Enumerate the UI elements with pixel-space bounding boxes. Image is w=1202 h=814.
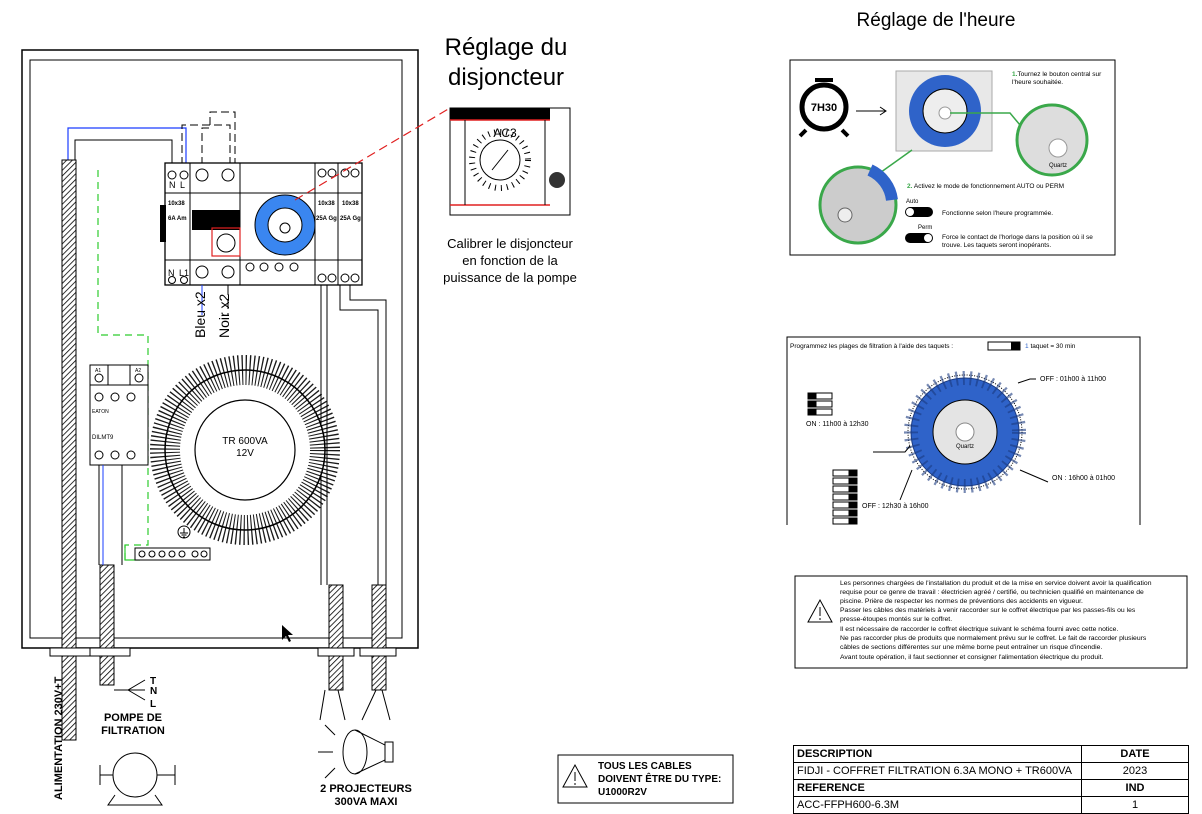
perm-description-2: trouve. Les taquets seront inopérants.: [942, 242, 1051, 249]
svg-text:Avant toute opération, il faut: Avant toute opération, il faut sectionne…: [840, 654, 1104, 661]
off-range-2: OFF : 12h30 à 16h00: [862, 503, 929, 510]
contactor: A1 A2 EATON DILMT9: [89, 364, 149, 466]
fuse-right-size: 10x38: [342, 201, 359, 207]
pump-wire-t: T: [150, 676, 156, 687]
enclosure-outer: [21, 49, 419, 649]
breaker-title-2: disjoncteur: [448, 64, 564, 91]
terminal-n-bottom: N: [168, 268, 175, 278]
pump-label-2: FILTRATION: [101, 725, 165, 737]
perm-description-1: Force le contact de l'horloge dans la po…: [942, 234, 1093, 241]
svg-text:câbles de sections différentes: câbles de sections différentes sur une m…: [840, 644, 1102, 651]
dial-zoom: [1015, 103, 1089, 177]
cursor-icon: [282, 625, 293, 642]
ind-value: 1: [1081, 796, 1189, 814]
svg-text:requise pour ce genre de trava: requise pour ce genre de travail : élect…: [840, 589, 1144, 596]
earth-terminal-bar: [134, 525, 211, 561]
fuse-mid-size: 10x38: [318, 201, 335, 207]
switch-zoom: [818, 165, 898, 245]
breaker-caption-3: puissance de la pompe: [443, 270, 577, 285]
cable-warning-3: U1000R2V: [598, 787, 647, 798]
fuse-right-rating: 25A Gg: [340, 216, 361, 222]
description-value: FIDJI - COFFRET FILTRATION 6.3A MONO + T…: [793, 762, 1082, 780]
clock-title: Réglage de l'heure: [857, 10, 1016, 31]
breaker-zoom: AC3: [449, 107, 571, 216]
contactor-brand: EATON: [92, 409, 109, 415]
blue-wire-label: Bleu x2: [192, 291, 208, 338]
on-range-1: ON : 11h00 à 12h30: [806, 421, 869, 428]
pump-wire-l: L: [150, 699, 156, 710]
main-din-module: N L N L1 10x38 6A Am 10x38 25A Gg 10x38 …: [160, 162, 363, 286]
pump-cable: [99, 564, 115, 686]
transformer: TR 600VA 12V: [150, 355, 340, 545]
perm-toggle[interactable]: [905, 233, 933, 243]
breaker-caption-1: Calibrer le disjoncteur: [447, 236, 573, 251]
cable-warning-2: DOIVENT ÊTRE DU TYPE:: [598, 772, 721, 785]
svg-text:Ne pas raccorder plus de produ: Ne pas raccorder plus de produits que no…: [840, 635, 1147, 642]
svg-text:Passer les câbles des matériel: Passer les câbles des matériels à venir …: [840, 607, 1136, 614]
svg-text:presse-étoupes montés sur le c: presse-étoupes montés sur le coffret.: [840, 616, 952, 623]
projector-cable-2: [371, 584, 387, 691]
earth-icon: [177, 525, 191, 539]
contactor-a2: A2: [135, 368, 141, 374]
step1-text-2: l'heure souhaitée.: [1012, 79, 1063, 86]
date-header: DATE: [1081, 745, 1189, 763]
date-value: 2023: [1081, 762, 1189, 780]
auto-toggle[interactable]: [905, 207, 933, 217]
power-cable: [61, 159, 77, 741]
tap-on-icons: [807, 392, 833, 416]
enclosure-inner: [29, 59, 403, 639]
perm-label: Perm: [918, 225, 932, 231]
transformer-rating: TR 600VA: [222, 436, 268, 447]
cable-warning-1: TOUS LES CABLES: [598, 761, 692, 772]
breaker-caption-2: en fonction de la: [462, 253, 558, 268]
power-supply-label: ALIMENTATION 230V+T: [53, 676, 65, 800]
breaker-title-1: Réglage du: [445, 34, 568, 61]
on-range-2: ON : 16h00 à 01h00: [1052, 475, 1115, 482]
transformer-voltage: 12V: [236, 448, 254, 459]
svg-text:Il est nécessaire de raccorder: Il est nécessaire de raccorder le coffre…: [840, 626, 1118, 633]
svg-text:Les personnes chargées de l'in: Les personnes chargées de l'installation…: [840, 580, 1152, 587]
projector-label-2: 300VA MAXI: [335, 796, 398, 808]
fuse-left-rating: 6A Am: [168, 216, 187, 222]
contactor-a1: A1: [95, 368, 101, 374]
pump-label-1: POMPE DE: [104, 712, 162, 724]
projector-icon: [318, 724, 394, 779]
breaker-ac3-label: AC3: [493, 126, 517, 140]
projector-label-1: 2 PROJECTEURS: [320, 783, 412, 795]
reference-value: ACC-FFPH600-6.3M: [793, 796, 1082, 814]
fuse-mid-rating: 25A Gg: [316, 216, 337, 222]
terminal-l1-bottom: L1: [179, 268, 189, 278]
auto-description: Fonctionne selon l'heure programmée.: [942, 210, 1053, 217]
pump-motor-icon: [99, 752, 176, 806]
programming-dial: Quartz: [904, 371, 1026, 493]
description-header: DESCRIPTION: [793, 745, 1082, 763]
auto-label: Auto: [906, 199, 919, 205]
programming-intro: Programmez les plages de filtration à l'…: [790, 343, 953, 350]
black-wire-label: Noir x2: [216, 293, 232, 338]
fuse-left-size: 10x38: [168, 201, 185, 207]
contactor-model: DILMT9: [92, 435, 114, 441]
terminal-n-top: N: [169, 180, 176, 190]
reference-header: REFERENCE: [793, 779, 1082, 797]
clock-time: 7H30: [811, 102, 837, 114]
svg-text:piscine. Prière de respecter l: piscine. Prière de respecter les normes …: [840, 598, 1083, 605]
projector-cable-1: [328, 584, 344, 691]
safety-notice: Les personnes chargées de l'installation…: [840, 580, 1152, 661]
step2-text: 2. Activez le mode de fonctionnement AUT…: [907, 183, 1064, 190]
step1-text-1: 1.Tournez le bouton central sur: [1012, 71, 1102, 78]
tap-value: 1 taquet = 30 min: [1025, 343, 1076, 350]
off-range-1: OFF : 01h00 à 11h00: [1040, 376, 1106, 383]
alarm-clock-icon: 7H30: [798, 78, 850, 138]
terminal-l-top: L: [180, 180, 185, 190]
cable-warning-icon: [562, 763, 588, 788]
tap-off-icons: [832, 469, 858, 525]
programming-dial-label: Quartz: [956, 444, 974, 450]
warning-icon: [807, 598, 833, 623]
zoom-dial-label: Quartz: [1049, 163, 1067, 169]
pump-wire-n: N: [150, 686, 157, 697]
ind-header: IND: [1081, 779, 1189, 797]
